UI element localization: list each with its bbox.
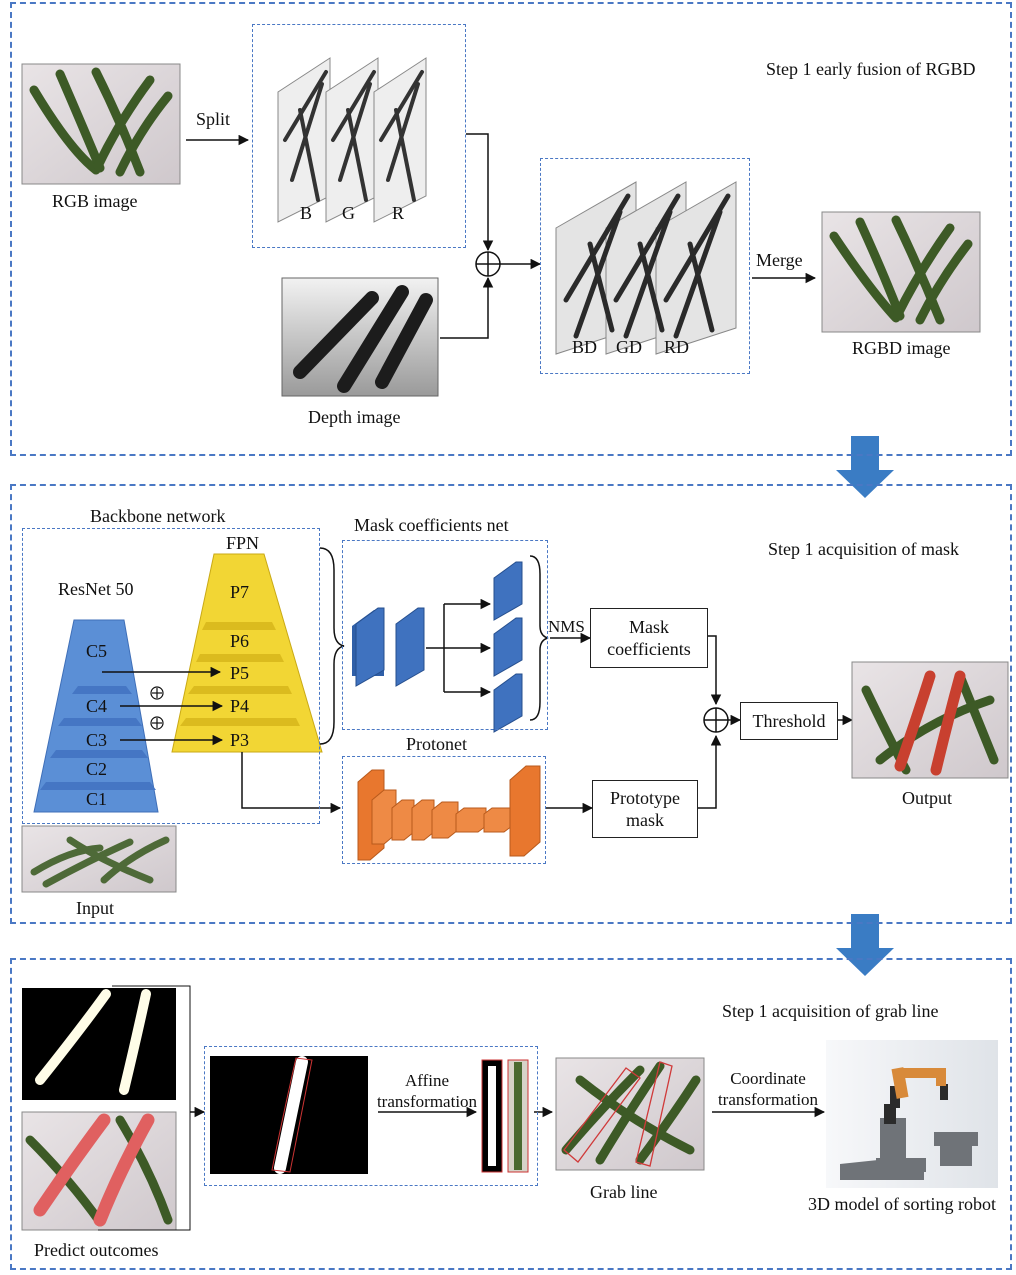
affine-box <box>204 1046 538 1186</box>
step1-title: Step 1 early fusion of RGBD <box>766 59 976 79</box>
mask-coefficients-label: Mask coefficients <box>607 616 691 660</box>
mask-coef-box <box>342 540 548 730</box>
fpn-brace <box>319 547 345 745</box>
rgbd-image-label: RGBD image <box>852 338 951 358</box>
robot-model-label: 3D model of sorting robot <box>808 1194 996 1214</box>
c2-label: C2 <box>86 759 108 779</box>
output-image <box>851 661 1009 779</box>
output-label: Output <box>902 788 953 808</box>
channel-g-label: G <box>342 203 355 223</box>
bgr-channel-box <box>252 24 466 248</box>
split-label: Split <box>196 109 231 129</box>
single-mask <box>210 1056 368 1174</box>
backbone-label: Backbone network <box>90 506 226 526</box>
protonet-blocks <box>357 765 541 861</box>
protonet-label: Protonet <box>406 734 467 754</box>
step2-title: Step 1 acquisition of mask <box>768 539 959 559</box>
c5-label: C5 <box>86 641 108 661</box>
prototype-mask-box: Prototype mask <box>592 780 698 838</box>
mask-coef-net-label: Mask coefficients net <box>354 515 509 535</box>
p6-label: P6 <box>230 631 250 651</box>
c4-label: C4 <box>86 696 108 716</box>
mask-coef-blocks <box>352 561 523 733</box>
fpn-label: FPN <box>226 533 260 553</box>
nms-label: NMS <box>548 617 585 636</box>
add-node-small-2 <box>150 716 164 730</box>
step2-panel <box>10 484 1012 924</box>
channel-r-label: R <box>392 203 405 223</box>
grab-line-label: Grab line <box>590 1182 658 1202</box>
step3-panel <box>10 958 1012 1270</box>
p3-label: P3 <box>230 730 250 750</box>
predict-outcomes-label: Predict outcomes <box>34 1240 159 1260</box>
flow-arrow-2 <box>836 914 894 976</box>
fused-channel-box <box>540 158 750 374</box>
p5-label: P5 <box>230 663 250 683</box>
backbone-box <box>22 528 320 824</box>
rgbd-image <box>821 211 981 333</box>
p4-label: P4 <box>230 696 250 716</box>
rgb-image <box>21 63 181 185</box>
step3-title: Step 1 acquisition of grab line <box>722 1001 939 1021</box>
resnet-pyramid <box>33 619 159 813</box>
prototype-mask-label: Prototype mask <box>610 787 680 831</box>
input-label: Input <box>76 898 114 918</box>
affine-label: Affine transformation <box>376 1071 478 1112</box>
bgr-channel-stack <box>277 57 427 223</box>
channel-rd-label: RD <box>664 337 690 357</box>
p7-label: P7 <box>230 582 250 602</box>
depth-image-label: Depth image <box>308 407 401 427</box>
fpn-pyramid <box>171 553 323 753</box>
merge-label: Merge <box>756 250 803 270</box>
depth-image <box>281 277 439 397</box>
mask-coefficients-box: Mask coefficients <box>590 608 708 668</box>
bd-gd-rd-stack <box>555 181 737 355</box>
predict-masks <box>21 985 191 1231</box>
channel-gd-label: GD <box>616 337 642 357</box>
channel-b-label: B <box>300 203 313 223</box>
input-image <box>21 825 177 893</box>
c1-label: C1 <box>86 789 108 809</box>
robot-model <box>826 1040 998 1188</box>
protonet-box <box>342 756 546 864</box>
resnet-label: ResNet 50 <box>58 579 134 599</box>
rgb-image-label: RGB image <box>52 191 138 211</box>
c3-label: C3 <box>86 730 108 750</box>
channel-bd-label: BD <box>572 337 598 357</box>
threshold-label: Threshold <box>752 710 826 731</box>
grab-line-image <box>555 1057 705 1171</box>
add-node-small-1 <box>150 686 164 700</box>
threshold-box: Threshold <box>740 702 838 740</box>
coordinate-label: Coordinate transformation <box>717 1069 819 1110</box>
step1-panel <box>10 2 1012 456</box>
affine-strips <box>481 1059 529 1173</box>
